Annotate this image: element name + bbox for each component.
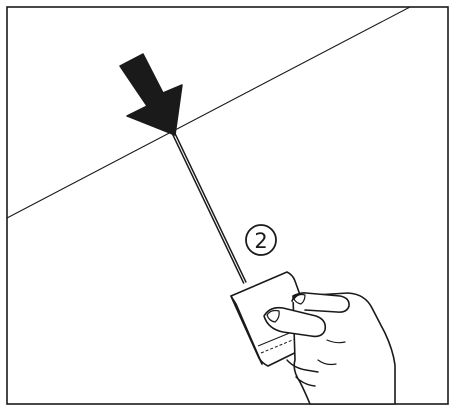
- step-number-badge: 2: [246, 225, 276, 255]
- step-number-label: 2: [254, 229, 267, 253]
